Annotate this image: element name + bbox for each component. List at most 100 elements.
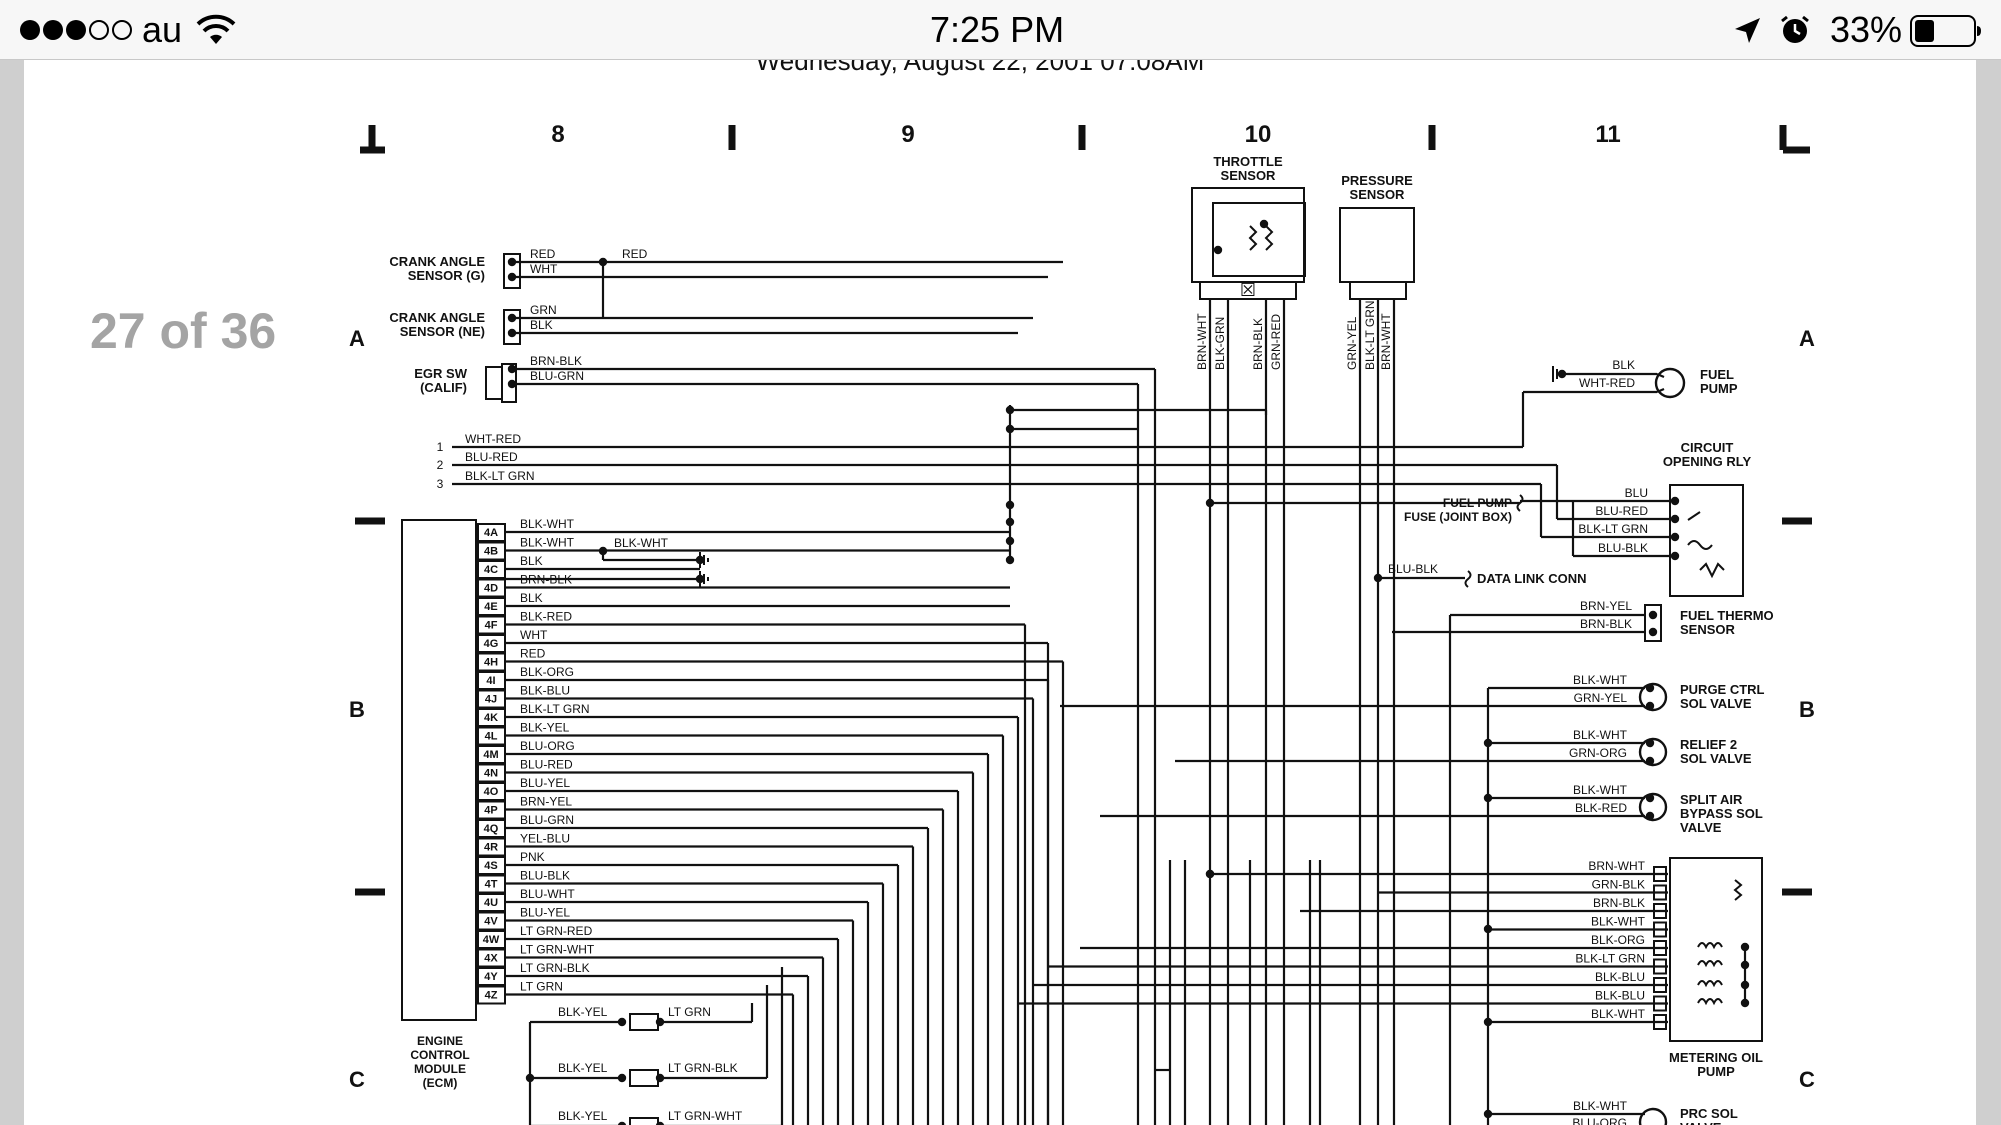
metering-pin-box — [1653, 884, 1667, 901]
wire-color-label: BLU-RED — [465, 450, 518, 464]
wire-color-label: BLK-BLU — [520, 684, 570, 698]
wire-color-label: BLK-WHT — [1573, 673, 1628, 687]
wire-color-label: BLK-BLU — [1595, 989, 1645, 1003]
circuit-opening-relay-body — [1669, 484, 1744, 597]
signal-dot — [43, 20, 63, 40]
wire-color-label: BLU-BLK — [1598, 541, 1648, 555]
wire-color-label: BRN-BLK — [1580, 617, 1632, 631]
ecm-pin-number: 4V — [484, 916, 498, 928]
wire-color-label: BLU-YEL — [520, 776, 570, 790]
wire-color-label: BRN-WHT — [1588, 859, 1645, 873]
data-link-connector-label: DATA LINK CONN — [1477, 571, 1587, 586]
wire-color-label: LT GRN-WHT — [668, 1109, 743, 1123]
wire-color-label: WHT — [530, 262, 558, 276]
column-number: 11 — [1595, 121, 1620, 148]
resistor-icon — [629, 1069, 659, 1087]
ecm-pin-number: 4X — [484, 953, 498, 965]
fuel-pump-motor-icon — [1654, 367, 1686, 399]
signal-dot — [66, 20, 86, 40]
wire-color-label: BLK-YEL — [558, 1109, 608, 1123]
column-number: 8 — [551, 121, 564, 148]
splice-dot — [655, 1121, 665, 1125]
splice-dot — [655, 1073, 665, 1083]
ecm-pin-number: 4I — [486, 675, 495, 687]
wire-number: 1 — [437, 440, 444, 454]
wire-color-label: GRN-YEL — [1345, 316, 1359, 370]
coil-icon — [1697, 998, 1723, 1006]
connector-pin — [507, 379, 517, 389]
ecm-pin-number: 4C — [484, 564, 498, 576]
metering-pin-box — [1653, 958, 1667, 975]
ecm-body — [401, 519, 477, 1021]
splice-dot — [1005, 500, 1015, 510]
ecm-pin-number: 4G — [484, 638, 499, 650]
splice-dot — [1648, 610, 1658, 620]
metering-pin-box — [1653, 977, 1667, 993]
signal-strength-icon — [20, 20, 135, 40]
ground-symbol-icon — [1552, 366, 1558, 382]
ecm-pin-number: 4B — [484, 546, 498, 558]
crank-angle-g-connector — [503, 253, 521, 289]
wire-color-label: BLK-WHT — [520, 517, 575, 531]
pressure-connector — [1349, 281, 1407, 300]
row-letter: C — [1799, 1067, 1815, 1092]
splice-dot — [617, 1073, 627, 1083]
connector-pin — [507, 328, 517, 338]
ecm-pin-number: 4M — [483, 749, 498, 761]
splice-dot — [1259, 219, 1269, 229]
wire-color-label: BLU-YEL — [520, 906, 570, 920]
wire-color-label: BLK-YEL — [520, 721, 570, 735]
wire-color-label: BLK-GRN — [1213, 317, 1227, 370]
coil-icon — [1697, 980, 1723, 988]
splice-dot — [1005, 555, 1015, 565]
ecm-pin-number: 4Q — [484, 823, 499, 835]
ecm-pin-number: 4R — [484, 842, 498, 854]
wire-color-label: GRN — [530, 303, 557, 317]
resistor-icon — [629, 1117, 659, 1125]
crank-angle-ne-connector — [503, 309, 521, 345]
viewer-margin-left — [0, 60, 24, 1125]
wire-color-label: BLK-LT GRN — [520, 702, 590, 716]
splice-dot — [695, 574, 705, 584]
wire-color-label: BLK-RED — [1575, 801, 1627, 815]
header-date: Wednesday, August 22, 2001 07:08AM — [756, 60, 1205, 76]
wire-color-label: BLK-WHT — [1573, 728, 1628, 742]
wire-color-label: BLU-RED — [1595, 504, 1648, 518]
row-letter: B — [349, 697, 365, 722]
status-bar: au 7:25 PM 33% — [0, 0, 2001, 60]
ecm-pin-number: 4N — [484, 768, 498, 780]
wire-color-label: BLK-LT GRN — [1363, 300, 1377, 370]
coil-icon — [1697, 960, 1723, 968]
wire-color-label: BLU — [1625, 486, 1648, 500]
wire-color-label: LT GRN — [668, 1005, 711, 1019]
ecm-pin-number: 4E — [484, 601, 497, 613]
ecm-pin-number: 4W — [483, 934, 500, 946]
battery-percent: 33% — [1830, 9, 1903, 50]
wire-color-label: RED — [622, 247, 648, 261]
signal-dot — [20, 20, 40, 40]
wire-color-label: BLK-LT GRN — [1578, 522, 1648, 536]
wire-color-label: BLU-RED — [520, 758, 573, 772]
split-air-bypass-valve-connector-icon — [1638, 792, 1668, 822]
metering-pin-box — [1653, 995, 1667, 1012]
purge-ctrl-sol-valve-connector-icon — [1638, 682, 1668, 712]
connector-pin — [507, 364, 517, 374]
ecm-pin-number: 4T — [485, 879, 498, 891]
relay-contacts-icon — [1687, 511, 1725, 579]
ecm-pin-number: 4L — [485, 731, 498, 743]
splice-dot — [1005, 536, 1015, 546]
wire-color-label: GRN-ORG — [1569, 746, 1627, 760]
wire-color-label: BLU-GRN — [530, 369, 584, 383]
splice-dot — [1645, 701, 1655, 711]
column-number: 9 — [901, 121, 914, 148]
